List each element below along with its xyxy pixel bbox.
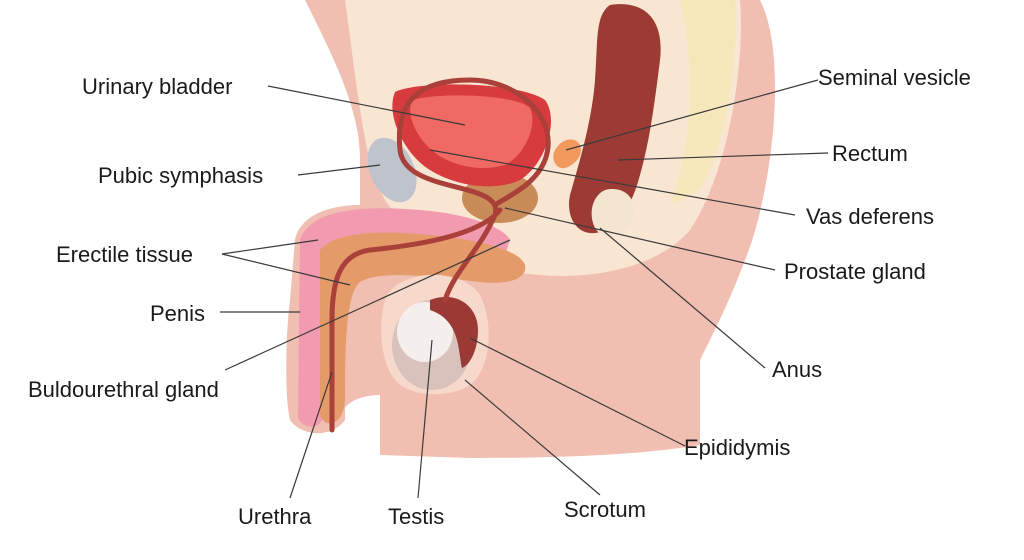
label-seminal-vesicle: Seminal vesicle [818,65,971,90]
leader-erectile-tissue-2 [221,253,351,286]
leader-scrotum [464,379,601,496]
leader-seminal-vesicle [565,79,819,151]
leader-vas-deferens [429,149,796,216]
leader-urethra [289,371,333,499]
leader-epididymis [469,337,686,447]
label-urinary-bladder: Urinary bladder [82,74,232,99]
label-penis: Penis [150,301,205,326]
label-rectum: Rectum [832,141,908,166]
rectum-shape [569,4,661,234]
anal-canal [591,189,635,237]
leader-anus [599,227,766,369]
leader-buldourethral-gland [224,239,511,371]
label-testis: Testis [388,504,444,529]
pubic-symphysis-bone [367,137,417,203]
testis-highlight [397,302,453,362]
label-prostate-gland: Prostate gland [784,259,926,284]
label-vas-deferens: Vas deferens [806,204,934,229]
label-pubic-symphasis: Pubic symphasis [98,163,263,188]
leader-prostate-gland [504,207,776,271]
label-buldourethral-gland: Buldourethral gland [28,377,219,402]
label-epididymis: Epididymis [684,435,790,460]
leader-urinary-bladder [267,85,466,126]
leader-pubic-symphasis [297,164,381,176]
leader-erectile-tissue-1 [221,239,319,255]
bladder-lumen [410,95,533,169]
label-urethra: Urethra [238,504,312,529]
leader-rectum [617,152,829,161]
seminal-vesicle-shape [553,139,581,169]
label-erectile-tissue: Erectile tissue [56,242,193,267]
epididymis-shape [430,296,478,368]
corpus-cavernosum [320,232,526,424]
label-scrotum: Scrotum [564,497,646,522]
sacrum [670,0,736,205]
urethra-tube [329,207,503,433]
label-anus: Anus [772,357,822,382]
leader-testis [417,339,433,499]
